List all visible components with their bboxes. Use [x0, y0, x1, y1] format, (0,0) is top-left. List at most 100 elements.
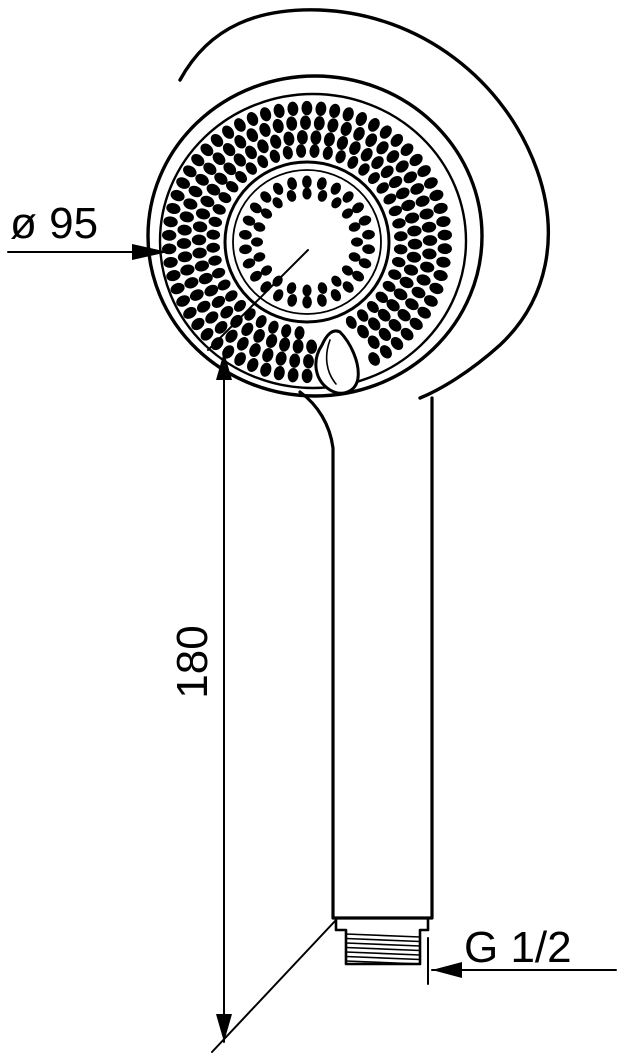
spray-nozzle — [212, 152, 226, 166]
spray-nozzle — [407, 238, 423, 250]
spray-nozzle — [397, 309, 411, 322]
spray-nozzle — [253, 252, 266, 262]
spray-nozzle — [225, 180, 239, 193]
spray-nozzle — [212, 204, 226, 215]
spray-nozzle — [395, 160, 409, 173]
spray-nozzle — [342, 107, 354, 122]
spray-nozzle — [410, 183, 425, 195]
spray-nozzles — [162, 100, 452, 384]
spray-nozzle — [260, 362, 272, 377]
spray-nozzle — [184, 277, 199, 289]
thread-groove — [345, 942, 421, 947]
head-back-shell — [178, 8, 550, 400]
spray-nozzle — [239, 229, 252, 240]
spray-nozzle — [275, 351, 287, 366]
spray-nozzle — [348, 222, 361, 232]
spray-nozzle — [194, 260, 210, 272]
spray-nozzle — [405, 298, 419, 311]
spray-nozzle — [200, 195, 215, 208]
spray-nozzle — [429, 282, 444, 295]
spray-nozzle — [273, 289, 284, 302]
spray-nozzle — [316, 294, 327, 307]
spray-nozzle — [269, 149, 281, 163]
spray-nozzle — [379, 125, 392, 139]
spray-nozzle — [214, 172, 228, 185]
spray-nozzle — [317, 282, 328, 294]
spray-nozzle — [282, 145, 293, 160]
spray-nozzle — [394, 231, 408, 242]
spray-nozzle — [286, 190, 297, 202]
spray-nozzle — [342, 281, 354, 293]
spray-nozzle — [222, 143, 236, 157]
spray-nozzle — [388, 205, 403, 217]
spray-nozzle — [411, 286, 426, 299]
spray-nozzle — [386, 150, 400, 163]
spray-nozzle — [257, 139, 269, 154]
spray-nozzle — [208, 216, 223, 228]
spray-nozzle — [166, 202, 181, 215]
spray-nozzle — [437, 229, 452, 241]
spray-nozzle — [302, 295, 312, 309]
spray-nozzle — [191, 153, 205, 167]
spray-nozzle — [390, 133, 404, 147]
spray-nozzle — [336, 135, 349, 151]
spray-nozzle — [352, 202, 364, 214]
shower-head-body — [146, 8, 550, 400]
spray-nozzle — [386, 299, 400, 312]
spray-nozzle — [287, 294, 298, 307]
spray-nozzle — [302, 284, 312, 297]
spray-nozzle — [358, 258, 372, 269]
spray-nozzle — [246, 358, 259, 372]
diameter-diagonal-line — [207, 249, 309, 351]
spray-nozzle — [388, 269, 402, 280]
spray-nozzle — [177, 251, 193, 263]
spray-nozzle — [179, 211, 194, 223]
spray-nozzle — [302, 187, 312, 200]
spray-nozzle — [322, 146, 333, 160]
spray-nozzle — [183, 165, 197, 178]
spray-nozzle — [163, 216, 178, 228]
spray-nozzle — [327, 118, 339, 133]
spray-nozzle — [378, 327, 392, 341]
spray-nozzle — [262, 348, 274, 363]
spray-nozzle — [287, 368, 299, 383]
spray-nozzle — [162, 229, 177, 241]
thread-groove — [345, 955, 421, 961]
diameter-dimension: ø 95 — [7, 199, 309, 351]
spray-nozzle — [403, 264, 419, 276]
head-face-rim — [146, 74, 484, 398]
spray-nozzle — [406, 251, 422, 263]
spray-nozzle — [367, 335, 380, 349]
spray-nozzle — [272, 182, 284, 195]
spray-nozzle — [223, 162, 237, 176]
thread-groove — [345, 937, 421, 943]
length-dimension: 180 — [168, 351, 337, 1053]
spray-nozzle — [233, 153, 246, 167]
spray-nozzle — [379, 345, 392, 359]
spray-nozzle — [177, 224, 192, 236]
spray-nozzle — [191, 317, 205, 331]
spray-nozzle — [424, 177, 438, 189]
spray-nozzle — [192, 221, 208, 233]
spray-nozzle — [340, 121, 352, 136]
thread-label: G 1/2 — [464, 923, 572, 972]
spray-nozzle — [306, 339, 318, 354]
spray-nozzle — [196, 300, 211, 313]
spray-nozzle — [296, 130, 308, 145]
spray-nozzle — [246, 112, 259, 126]
spray-nozzle — [183, 306, 197, 319]
spray-nozzle — [399, 276, 414, 289]
spray-nozzle — [234, 135, 247, 149]
handle-outline — [298, 390, 434, 920]
spray-nozzle — [208, 255, 222, 266]
handle — [298, 390, 434, 920]
spray-nozzle — [382, 280, 396, 292]
spray-nozzle — [424, 295, 438, 307]
spray-nozzle — [351, 237, 363, 247]
spray-nozzle — [323, 132, 335, 147]
spray-nozzle — [357, 309, 369, 322]
spray-nozzle — [287, 101, 299, 116]
spray-nozzle — [301, 368, 313, 384]
spray-nozzle — [409, 153, 423, 167]
spray-nozzle — [419, 208, 434, 220]
